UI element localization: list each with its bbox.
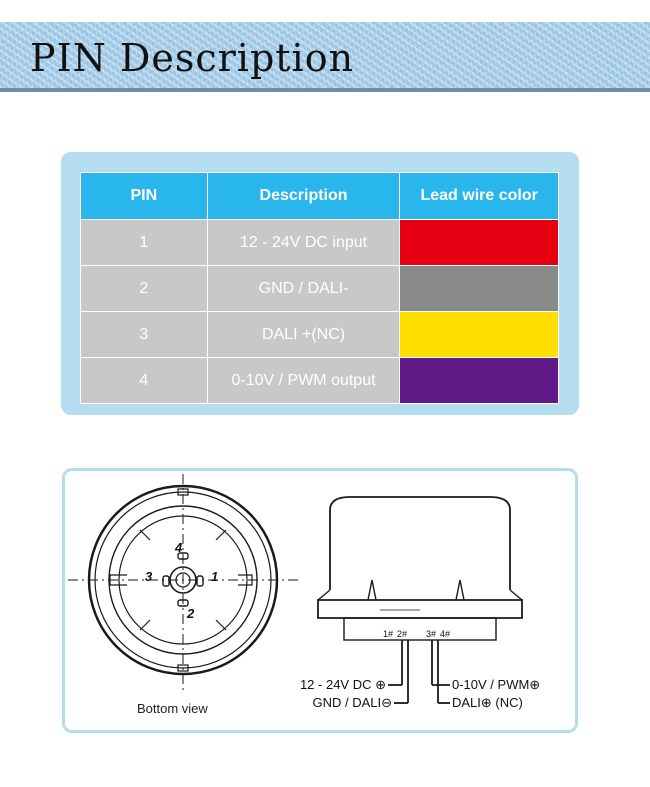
header-description: Description [206, 172, 401, 220]
pin-table: PIN Description Lead wire color 1 12 - 2… [80, 172, 559, 404]
wire-color-swatch [399, 265, 559, 312]
wire-color-swatch [399, 311, 559, 358]
pin-description: 0-10V / PWM output [206, 357, 401, 404]
pin-number: 3 [80, 311, 208, 358]
table-header-row: PIN Description Lead wire color [80, 172, 559, 220]
pin-description: GND / DALI- [206, 265, 401, 312]
wire-color-swatch [399, 219, 559, 266]
pin-description: 12 - 24V DC input [206, 219, 401, 266]
header-lead-wire-color: Lead wire color [399, 172, 559, 220]
table-row: 4 0-10V / PWM output [80, 357, 559, 404]
table-row: 1 12 - 24V DC input [80, 219, 559, 266]
wire-color-swatch [399, 357, 559, 404]
pin-number: 4 [80, 357, 208, 404]
table-row: 2 GND / DALI- [80, 265, 559, 312]
page-title: PIN Description [30, 36, 355, 80]
pin-number: 1 [80, 219, 208, 266]
table-row: 3 DALI +(NC) [80, 311, 559, 358]
pin-description: DALI +(NC) [206, 311, 401, 358]
header-pin: PIN [80, 172, 208, 220]
pin-number: 2 [80, 265, 208, 312]
title-banner: PIN Description [0, 22, 650, 92]
wiring-diagram-box [62, 468, 578, 733]
